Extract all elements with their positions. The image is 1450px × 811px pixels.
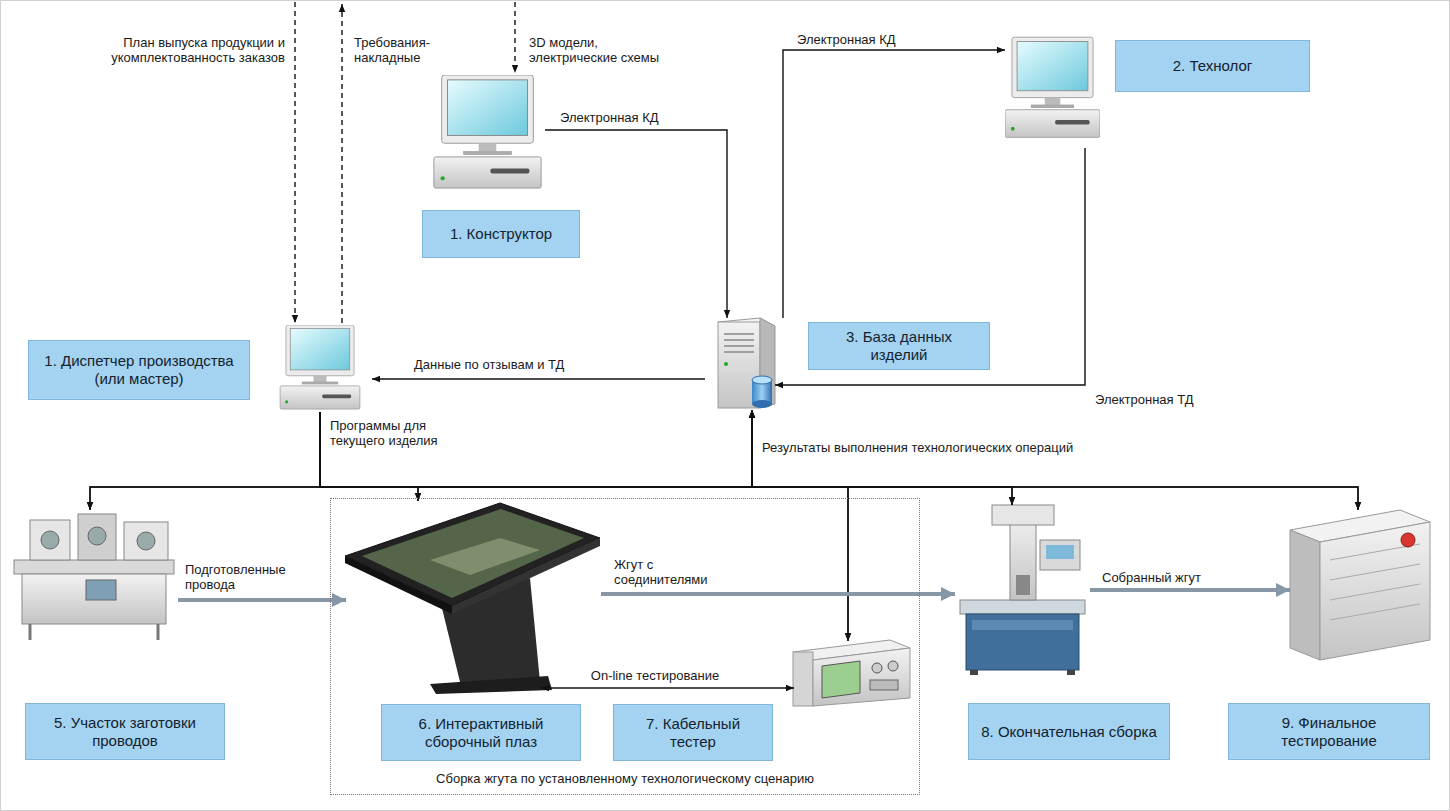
group-caption: Сборка жгута по установленному технологи… [331, 771, 919, 786]
station-node: 2. Технолог [1005, 30, 1100, 148]
computer-icons [280, 37, 1100, 409]
station-label-box: 8. Окончательная сборка [968, 703, 1170, 760]
station-label: 5. Участок заготовки проводов [34, 714, 216, 750]
station-node: 3. База данных изделий [705, 318, 775, 410]
station-label-box: 7. Кабельный тестер [613, 704, 773, 761]
edge-label: On-line тестирование [560, 668, 750, 683]
station-label-box: 9. Финальное тестирование [1228, 703, 1430, 760]
station-label: 8. Окончательная сборка [981, 723, 1157, 741]
flow-annotation: План выпуска продукции и укомплектованно… [95, 35, 287, 65]
edge-label: Жгут с соединителями [612, 557, 730, 587]
final-assembly-machine [960, 505, 1085, 675]
station-label-box: 6. Интерактивный сборочный плаз [381, 704, 581, 761]
station-label-box: 1. Диспетчер производства (или мастер) [28, 340, 250, 400]
station-label: 1. Диспетчер производства (или мастер) [37, 352, 241, 388]
station-node: 8. Окончательная сборка [955, 505, 1090, 675]
station-label: 2. Технолог [1173, 57, 1253, 75]
data-flow-arrow [752, 410, 1012, 505]
material-flow-arrow [1090, 588, 1290, 592]
edge-label: Программы для текущего изделия [328, 418, 468, 448]
material-flow-arrow [178, 598, 346, 602]
edge-label: Данные по отзывам и ТД [412, 357, 612, 372]
edge-label: Результаты выполнения технологических оп… [760, 440, 1090, 455]
final-test-cabinet [1290, 510, 1430, 660]
data-flow-arrow [775, 148, 1085, 385]
station-label-box: 3. База данных изделий [808, 322, 990, 370]
edge-label: Электронная КД [558, 110, 688, 125]
data-flow-arrow [783, 50, 1005, 318]
cable-tester [793, 640, 910, 706]
interactive-table [345, 503, 600, 694]
station-node: 7. Кабельный тестер [794, 641, 911, 707]
edge-label: Электронная КД [795, 32, 925, 47]
process-group: Сборка жгута по установленному технологи… [330, 498, 920, 795]
data-flow-arrow [320, 412, 1358, 510]
data-flow-arrow [320, 412, 1012, 505]
station-label: 6. Интерактивный сборочный плаз [390, 715, 572, 751]
station-label: 1. Конструктор [450, 225, 552, 243]
station-node: 5. Участок заготовки проводов [10, 510, 178, 640]
station-node: 1. Диспетчер производства (или мастер) [268, 325, 372, 412]
wire-processing-machine [14, 514, 174, 640]
station-label-box: 1. Конструктор [422, 210, 580, 258]
station-label: 7. Кабельный тестер [622, 715, 764, 751]
data-flow-arrow [418, 410, 752, 501]
flow-annotation: Требования-накладные [352, 35, 452, 65]
edge-label: Собранный жгут [1100, 570, 1230, 585]
data-flow-arrow [372, 378, 705, 379]
server-icon [718, 318, 775, 408]
edge-label: Подготовленные провода [183, 562, 308, 592]
station-node: 1. Конструктор [430, 75, 545, 192]
station-node: 6. Интерактивный сборочный плаз [346, 501, 601, 691]
data-flow-arrow [90, 410, 752, 510]
data-flow-arrow [541, 687, 794, 688]
material-flow-arrow [601, 592, 955, 596]
edge-label: Электронная ТД [1093, 392, 1223, 407]
data-flow-arrow [752, 410, 1358, 510]
data-flow-arrow [90, 412, 320, 510]
flow-annotation: 3D модели, электрические схемы [527, 35, 687, 65]
station-label-box: 5. Участок заготовки проводов [25, 703, 225, 760]
station-label: 9. Финальное тестирование [1237, 714, 1421, 750]
station-label: 3. База данных изделий [817, 328, 981, 364]
station-node: 9. Финальное тестирование [1290, 510, 1430, 660]
station-label-box: 2. Технолог [1115, 40, 1310, 92]
